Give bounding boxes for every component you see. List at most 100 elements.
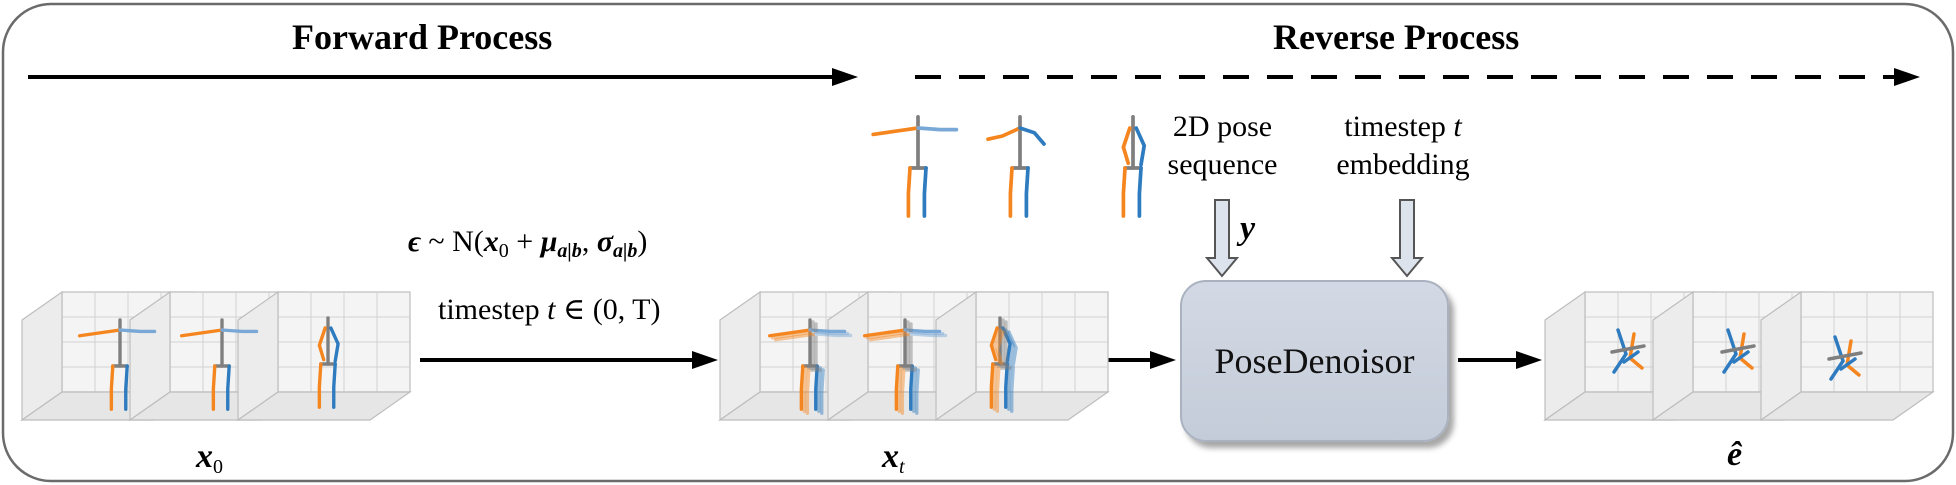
x0-skel-2-right-arm	[220, 328, 259, 334]
xt-label: xt	[882, 438, 905, 479]
ehat-skel-1-b1	[1612, 328, 1628, 374]
xt-skel-1-copy-3-left-leg	[805, 368, 811, 415]
denoiser-to-output-arrow-head	[1516, 351, 1542, 369]
xt-skel-3-copy-3-left-arm	[995, 330, 1005, 366]
xt-panel-2	[934, 290, 1110, 422]
forward-process-title: Forward Process	[292, 17, 553, 57]
xt-skel-3-copy-2-left-arm	[992, 328, 1002, 364]
x0-skel-3-left-leg	[317, 362, 323, 409]
xt-skel-1-copy-2-left-leg	[802, 366, 808, 413]
comma-symbol: ,	[581, 225, 597, 258]
x0-skel-2-right-leg	[226, 364, 231, 411]
timestep-range-t: t	[547, 293, 556, 326]
xt-skel-2-copy-3-left-leg	[900, 368, 906, 415]
ehat-skel-2-g1	[1720, 344, 1756, 354]
arrows	[28, 68, 1920, 369]
xt-skel-2-copy-1-right-leg	[909, 364, 914, 411]
xt-skel-2-copy-2-right-leg	[912, 366, 917, 413]
xt-skel-1-copy-1-left-leg	[799, 364, 805, 411]
epsilon-symbol: ϵ	[408, 225, 421, 258]
x0-skel-1-right-arm	[118, 328, 157, 334]
pose2d-3-left-arm	[1121, 126, 1132, 166]
pose2d-1	[871, 114, 959, 218]
xt-skel-2-copy-2	[865, 320, 945, 413]
xt-skel-3-copy-1-left-leg	[989, 362, 995, 409]
xt-skel-2-copy-1-left-arm	[862, 328, 907, 338]
pose-denoisor-label: PoseDenoisor	[1214, 341, 1415, 381]
forward-arrow-head	[832, 68, 858, 86]
ehat-skel-1	[1610, 328, 1646, 374]
xt-skel-1-copy-1-left-arm	[767, 328, 812, 338]
timestep-range: timestep t ∈ (0, T)	[438, 292, 660, 327]
ehat-skel-2-b2	[1732, 350, 1750, 364]
sigma-subscript: a|b	[612, 240, 638, 262]
xt-sub: t	[899, 456, 905, 478]
y-label: y	[1240, 210, 1256, 247]
pose2d-2-right-leg	[1024, 166, 1030, 218]
pose2d-1-right-leg	[922, 166, 928, 218]
x0-panel-2-floor	[236, 391, 412, 421]
xt-skel-3-copy-2-left-leg	[992, 364, 998, 411]
pose-sequence-label: 2D pose sequence	[1150, 108, 1295, 184]
xt-skel-2-copy-3-right-leg	[915, 368, 920, 415]
mu-symbol: μ	[540, 225, 558, 258]
sigma-symbol: σ	[596, 225, 613, 258]
ehat-skel-2-b1	[1722, 328, 1738, 374]
pose2d-1-left-arm	[871, 126, 920, 137]
pose2d-2	[986, 114, 1046, 218]
mu-subscript: a|b	[557, 240, 582, 262]
xt-panel-2-floor	[934, 391, 1110, 421]
timestep-embedding-line2: embedding	[1336, 148, 1470, 181]
xt-skel-2-copy-1-left-leg	[894, 364, 900, 411]
xt-skel-3-copy-1	[989, 316, 1012, 409]
ehat-skel-3	[1827, 335, 1863, 381]
xt-skel-3-copy-2-right-arm	[1004, 328, 1015, 365]
timestep-range-set: ∈ (0, T)	[563, 293, 661, 326]
xt-skel-1-copy-2-right-leg	[817, 366, 822, 413]
xt-skel-1-copy-2	[770, 320, 850, 413]
x0-panel-2	[236, 290, 412, 422]
skeletons	[77, 114, 1863, 415]
xt-skel-1-copy-2-right-arm	[811, 330, 850, 336]
e-hat-label: ê	[1727, 436, 1743, 473]
xt-skel-1-copy-1-right-leg	[814, 364, 819, 411]
xt-x: x	[882, 438, 899, 475]
xt-skel-2-copy-3-left-arm	[868, 332, 913, 342]
pose-sequence-line1: 2D pose	[1172, 110, 1273, 143]
ehat-panel-2	[1759, 290, 1935, 422]
x0-skel-3	[317, 316, 340, 409]
xt-skel-2-copy-1	[862, 318, 942, 411]
xt-skel-3-copy-1-right-arm	[1001, 326, 1012, 363]
pose2d-1-right-arm	[916, 126, 959, 132]
xt-skel-1-copy-3-right-arm	[814, 332, 853, 338]
xt-skel-3-copy-3-right-leg	[1010, 366, 1015, 413]
ehat-skel-3-b1	[1829, 335, 1845, 381]
xt-skel-2-copy-3-right-arm	[909, 332, 948, 338]
reverse-arrow-head	[1894, 68, 1920, 86]
xt-skel-2-copy-2-left-arm	[865, 330, 910, 340]
x0-label: x0	[196, 438, 223, 479]
plus-symbol: +	[508, 225, 541, 258]
3d-grid-panels	[20, 290, 1935, 422]
x-symbol: x	[483, 225, 499, 258]
x0-skel-3-right-leg	[332, 362, 337, 409]
timestep-embedding-label: timestep t embedding	[1318, 108, 1488, 184]
xt-skel-2-copy-2-left-leg	[897, 366, 903, 413]
pose2d-2-right-arm	[1018, 126, 1046, 146]
x0-x: x	[196, 438, 213, 475]
xt-to-denoiser-arrow-head	[1150, 351, 1176, 369]
x0-skel-1-left-leg	[109, 364, 115, 411]
x0-skel-2-left-arm	[179, 328, 224, 338]
x0-skel-3-right-arm	[329, 326, 340, 363]
noise-equation: ϵ ~ N(x0 + μa|b, σa|b)	[408, 225, 647, 263]
xt-skel-3-copy-1-right-leg	[1004, 362, 1009, 409]
timestep-embedding-line1: timestep	[1344, 110, 1446, 143]
xt-skel-1-copy-1	[767, 318, 847, 411]
pose2d-2-left-leg	[1008, 166, 1014, 218]
xt-skel-3-copy-3	[995, 320, 1018, 413]
normal-dist: ~ N(	[420, 225, 484, 258]
close-paren: )	[637, 225, 648, 258]
ehat-skel-1-b2	[1622, 350, 1640, 364]
